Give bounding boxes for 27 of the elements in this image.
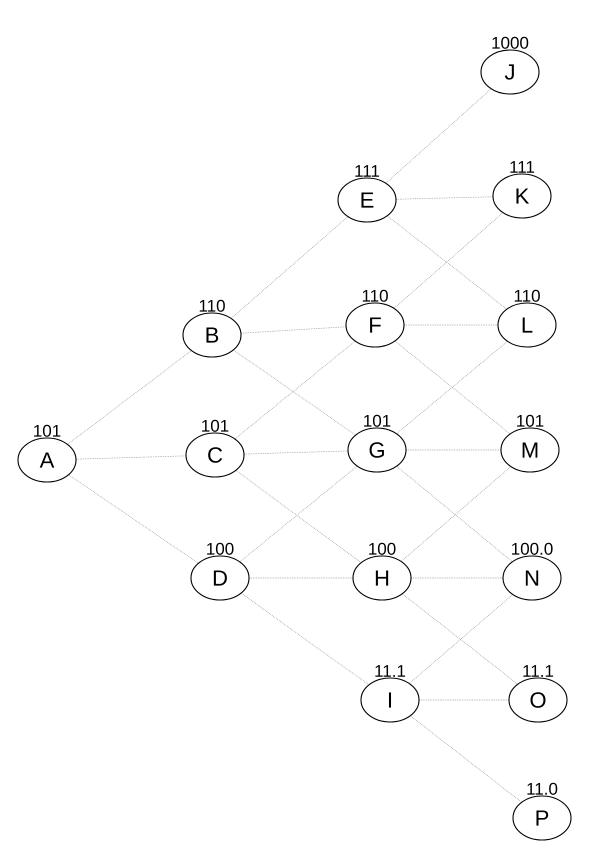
value-label: 101	[34, 424, 60, 437]
connector-line	[386, 88, 492, 184]
value-label: 11.1	[523, 665, 554, 677]
value-label: 100	[369, 542, 396, 555]
connector-line	[231, 216, 348, 318]
connector-line	[241, 326, 346, 334]
value-label: 111	[355, 165, 380, 177]
connector-line	[241, 593, 369, 685]
value-label: 100.0	[512, 542, 553, 555]
value-label: 111	[510, 161, 534, 173]
value-label: 11.1	[375, 665, 406, 677]
connector-line	[410, 716, 522, 802]
value-label: 110	[514, 290, 540, 302]
connector-line	[68, 474, 198, 564]
connector-line	[404, 324, 498, 326]
value-label: 101	[517, 414, 544, 427]
connector-line	[76, 456, 186, 460]
value-label: 11.0	[527, 782, 558, 795]
value-label: 101	[202, 420, 228, 432]
value-label: 110	[362, 290, 388, 302]
value-label: 110	[200, 300, 225, 312]
value-label: 100	[207, 542, 234, 555]
connector-line	[68, 350, 192, 444]
connector-line	[244, 450, 348, 454]
value-label: 101	[364, 414, 390, 427]
value-label: 1000	[492, 36, 528, 49]
connector-line	[396, 196, 493, 200]
